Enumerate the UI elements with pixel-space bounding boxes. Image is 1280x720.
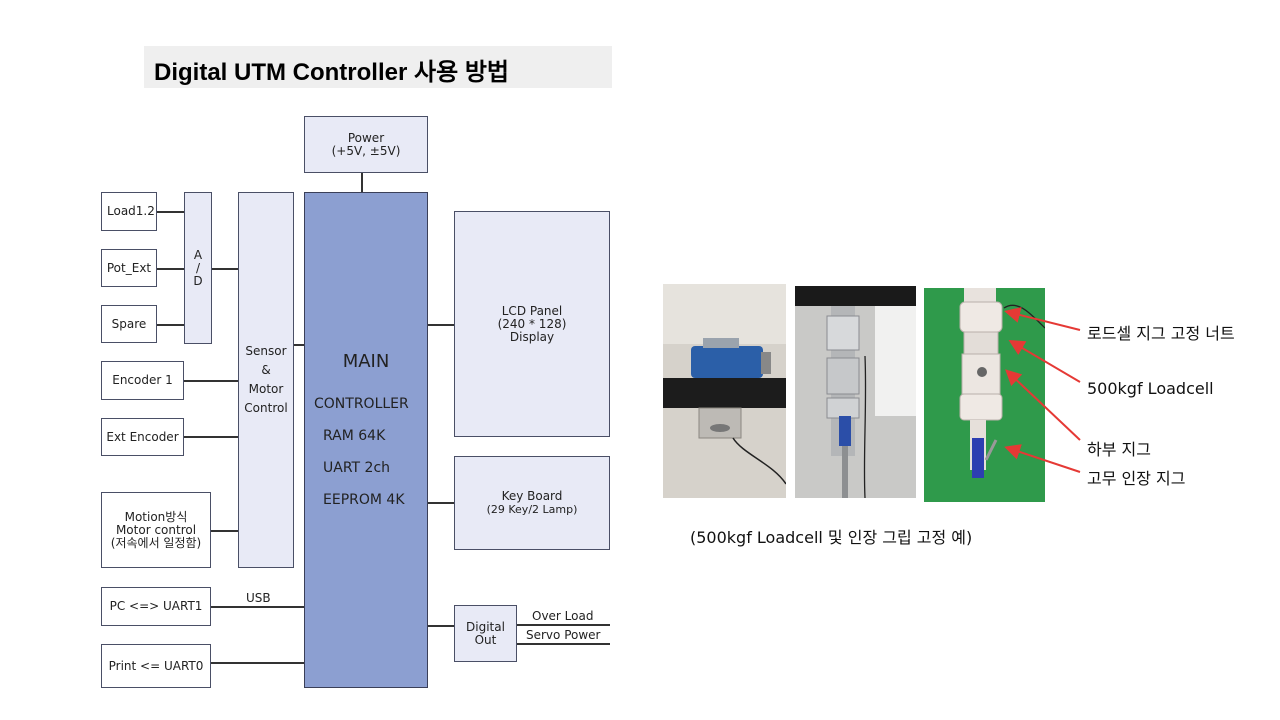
- motion-connector: [211, 530, 238, 532]
- ext-encoder-label: Ext Encoder: [106, 429, 179, 444]
- keyboard-block: Key Board (29 Key/2 Lamp): [454, 456, 610, 550]
- annotation-rubber-jig: 고무 인장 지그: [1087, 469, 1186, 488]
- out-label: Out: [474, 632, 497, 647]
- usb-connector: [211, 606, 304, 608]
- spare-label: Spare: [111, 316, 147, 331]
- keyboard-label: Key Board: [501, 489, 563, 503]
- annotation-lower-jig: 하부 지그: [1087, 440, 1151, 459]
- ad-label-d: D: [193, 273, 203, 288]
- power-connector: [361, 173, 363, 192]
- sensor-main-connector: [294, 344, 304, 346]
- main-title: MAIN: [342, 351, 390, 372]
- sensor-control-label: Control: [244, 401, 288, 415]
- sensor-label: Sensor: [245, 344, 287, 358]
- load-connector: [157, 211, 184, 213]
- arrow-lower-jig: [1005, 369, 1081, 441]
- over-load-line: [517, 624, 610, 626]
- power-block: Power (+5V, ±5V): [304, 116, 428, 173]
- photo-caption: (500kgf Loadcell 및 인장 그립 고정 예): [690, 528, 973, 547]
- load-block: Load1.2: [101, 192, 157, 231]
- main-eeprom-line: EEPROM 4K: [323, 492, 405, 508]
- ext-encoder-connector: [184, 436, 238, 438]
- encoder1-block: Encoder 1: [101, 361, 184, 400]
- digital-out-block: Digital Out: [454, 605, 517, 662]
- pc-uart-label: PC <=> UART1: [109, 599, 203, 613]
- motion-note-label: (저속에서 일정함): [110, 535, 202, 550]
- annotation-nut: 로드셀 지그 고정 너트: [1087, 324, 1235, 343]
- main-controller-block: MAIN CONTROLLER RAM 64K UART 2ch EEPROM …: [304, 192, 428, 688]
- ad-label-a: A: [193, 247, 203, 262]
- encoder1-label: Encoder 1: [112, 373, 173, 387]
- motion-motor-label: Motor control: [115, 522, 197, 537]
- servo-power-label: Servo Power: [526, 628, 601, 642]
- ext-encoder-block: Ext Encoder: [101, 418, 184, 456]
- arrow-rubber-jig: [1004, 444, 1081, 473]
- usb-label: USB: [246, 591, 271, 605]
- arrow-loadcell: [1008, 339, 1081, 383]
- print-connector: [211, 662, 304, 664]
- loadcell-photo-2-image: [795, 286, 916, 498]
- loadcell-photo-1-image: [663, 284, 786, 498]
- main-ram-line: RAM 64K: [323, 428, 386, 444]
- sensor-motor-control-block: Sensor & Motor Control: [238, 192, 294, 568]
- pc-uart-block: PC <=> UART1: [101, 587, 211, 626]
- sensor-amp-label: &: [261, 363, 271, 377]
- loadcell-photo-2: [795, 286, 916, 498]
- load-label: Load1.2: [107, 204, 155, 218]
- spare-block: Spare: [101, 305, 157, 343]
- motion-label: Motion방식: [124, 509, 188, 524]
- over-load-label: Over Load: [532, 609, 594, 623]
- main-uart-line: UART 2ch: [323, 460, 391, 476]
- keyboard-keys-label: (29 Key/2 Lamp): [486, 503, 578, 516]
- encoder1-connector: [184, 380, 238, 382]
- pot-connector: [157, 268, 184, 270]
- power-label: Power: [347, 130, 385, 145]
- title-bar: Digital UTM Controller 사용 방법: [144, 46, 612, 88]
- lcd-resolution-label: (240 * 128): [497, 316, 567, 331]
- loadcell-photo-3: [924, 288, 1045, 502]
- digital-label: Digital: [466, 619, 505, 634]
- sensor-motor-label: Motor: [248, 382, 284, 396]
- lcd-connector: [428, 324, 454, 326]
- digital-out-connector: [428, 625, 454, 627]
- print-uart-label: Print <= UART0: [108, 658, 204, 673]
- keyboard-connector: [428, 502, 454, 504]
- page-title: Digital UTM Controller 사용 방법: [154, 59, 509, 86]
- annotation-loadcell: 500kgf Loadcell: [1087, 379, 1214, 398]
- arrow-nut: [1004, 307, 1081, 331]
- loadcell-photo-3-image: [924, 288, 1045, 502]
- print-uart-block: Print <= UART0: [101, 644, 211, 688]
- servo-power-line: [517, 643, 610, 645]
- lcd-panel-block: LCD Panel (240 * 128) Display: [454, 211, 610, 437]
- main-controller-line: CONTROLLER: [314, 396, 409, 412]
- loadcell-photo-1: [663, 284, 786, 498]
- spare-connector: [157, 324, 184, 326]
- motion-motor-block: Motion방식 Motor control (저속에서 일정함): [101, 492, 211, 568]
- ad-converter-block: A / D: [184, 192, 212, 344]
- power-voltage-label: (+5V, ±5V): [331, 143, 401, 158]
- lcd-label: LCD Panel: [501, 303, 563, 318]
- ad-connector: [212, 268, 238, 270]
- lcd-display-label: Display: [509, 329, 555, 344]
- ad-label-slash: /: [195, 260, 201, 275]
- pot-label: Pot_Ext: [106, 260, 152, 275]
- pot-block: Pot_Ext: [101, 249, 157, 287]
